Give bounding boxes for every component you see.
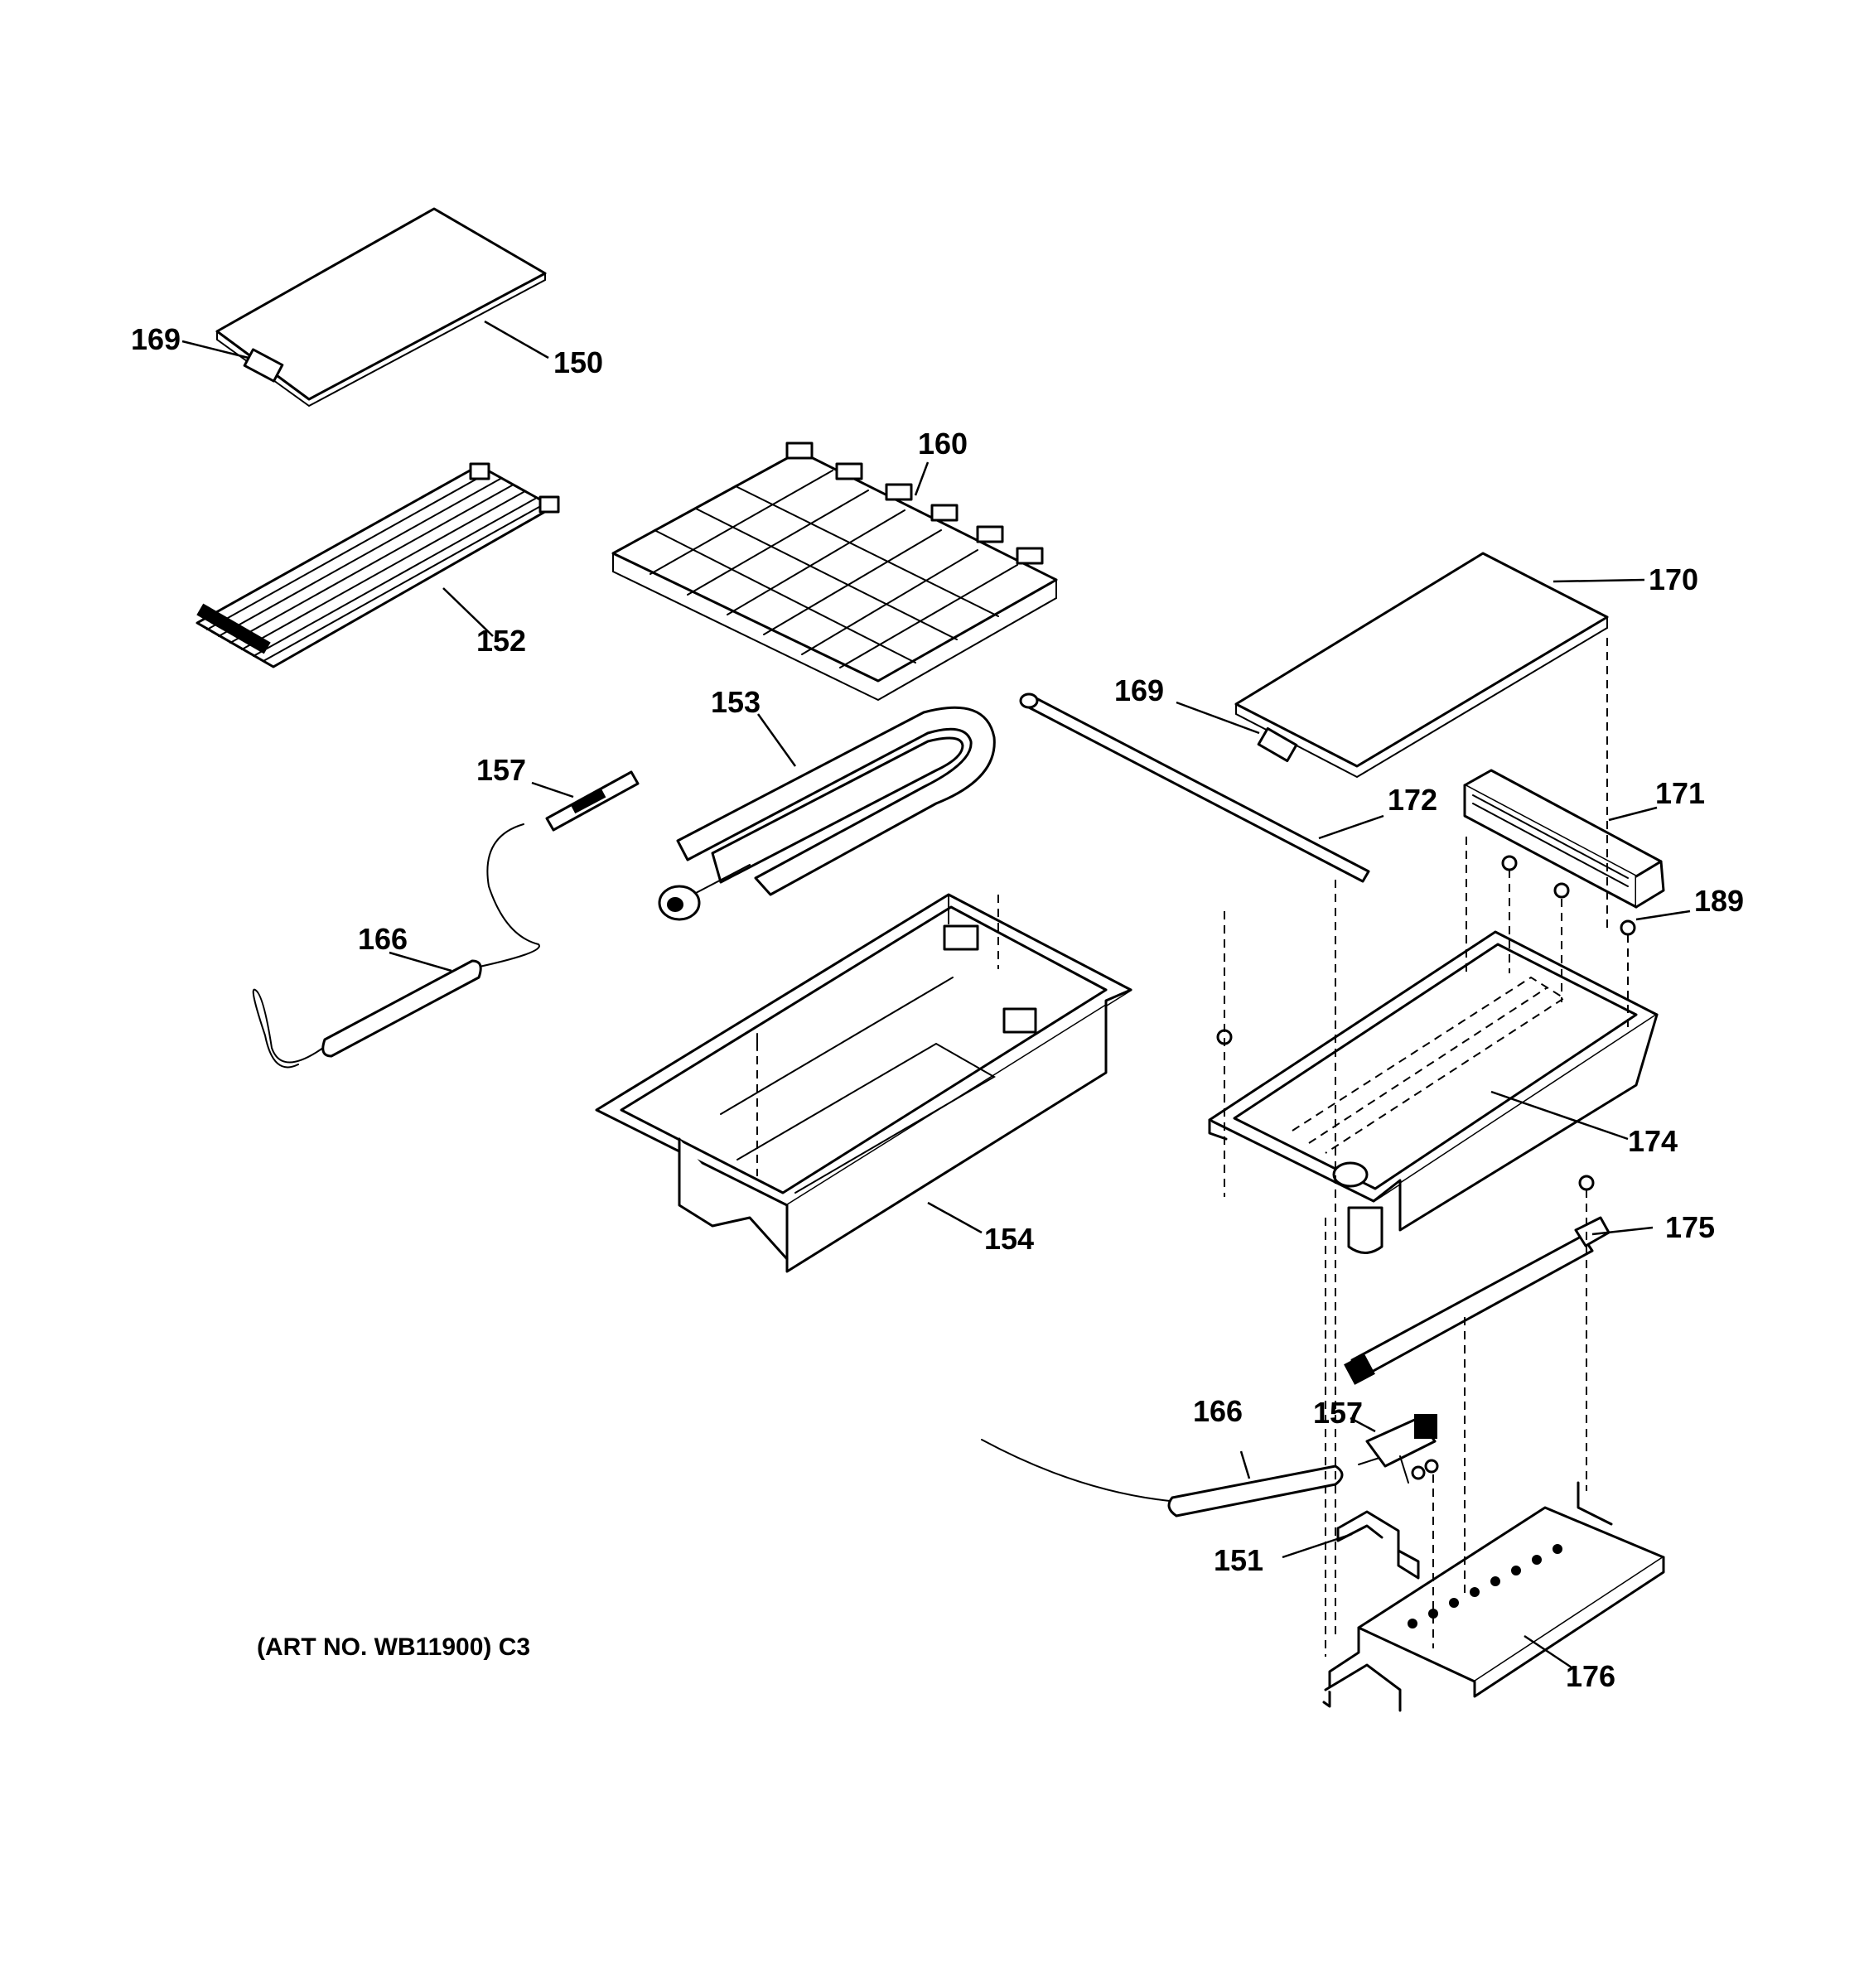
part-150-cover-plate xyxy=(215,207,547,408)
screw-fasteners xyxy=(1216,855,1636,1480)
part-174-burner-housing xyxy=(1208,930,1659,1254)
part-166-thermocouple-left xyxy=(252,823,540,1069)
callout-172: 172 xyxy=(1388,783,1437,817)
part-154-burner-box xyxy=(595,893,1132,1273)
part-153-u-burner xyxy=(658,706,996,921)
part-157-igniter-left xyxy=(545,770,640,832)
callout-leaders xyxy=(181,320,1691,1671)
part-166-thermocouple-right xyxy=(981,1439,1380,1518)
callout-174: 174 xyxy=(1628,1124,1678,1158)
part-170-cover-plate xyxy=(1234,552,1609,779)
callout-153: 153 xyxy=(711,685,761,719)
part-152-grill-grate xyxy=(196,462,560,668)
callout-152: 152 xyxy=(476,624,526,658)
part-157-igniter-right xyxy=(1365,1414,1437,1484)
callout-154: 154 xyxy=(984,1222,1034,1256)
part-176-lower-pan xyxy=(1322,1481,1665,1712)
callout-150: 150 xyxy=(553,345,603,379)
callout-171: 171 xyxy=(1655,776,1705,810)
part-171-heat-shield xyxy=(1463,769,1665,909)
callout-labels: 169 150 160 152 170 153 169 157 172 171 … xyxy=(131,322,1744,1693)
callout-170: 170 xyxy=(1649,562,1698,596)
callout-151: 151 xyxy=(1214,1543,1263,1577)
callout-176: 176 xyxy=(1566,1659,1615,1693)
callout-169-a: 169 xyxy=(131,322,181,356)
callout-157-b: 157 xyxy=(1313,1396,1363,1430)
part-175-burner-tube xyxy=(1344,1216,1610,1385)
callout-160: 160 xyxy=(918,427,968,461)
callout-175: 175 xyxy=(1665,1210,1715,1244)
callout-157-a: 157 xyxy=(476,753,526,787)
callout-166-a: 166 xyxy=(358,922,408,956)
assembly-guide-lines xyxy=(756,638,1629,1657)
part-172-burner-rod xyxy=(1019,692,1370,883)
art-number: (ART NO. WB11900) C3 xyxy=(257,1633,530,1661)
part-151-bracket xyxy=(1336,1510,1420,1580)
callout-166-b: 166 xyxy=(1193,1394,1243,1428)
callout-169-b: 169 xyxy=(1114,673,1164,707)
part-160-radiant-grid xyxy=(611,442,1058,702)
callout-189: 189 xyxy=(1694,884,1744,918)
